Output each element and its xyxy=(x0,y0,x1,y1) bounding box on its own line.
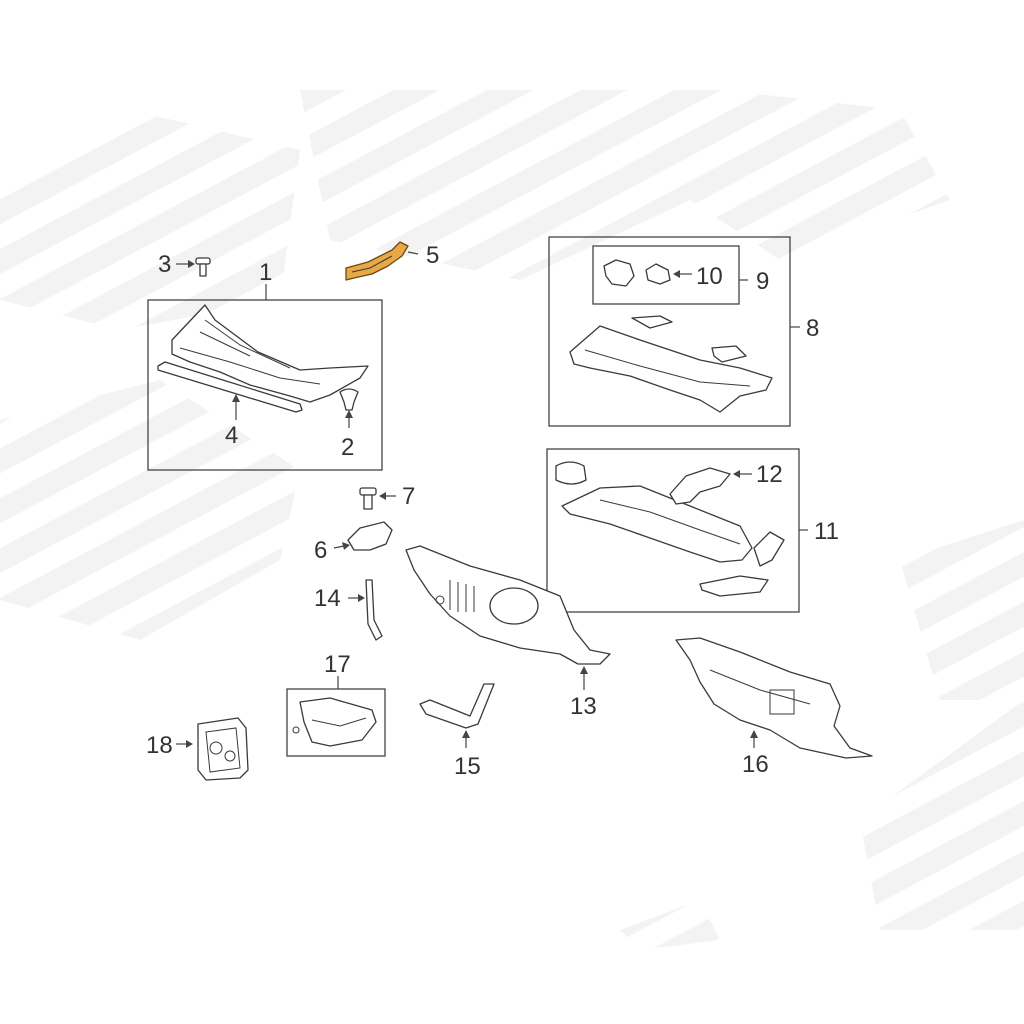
group-box-8 xyxy=(548,236,791,427)
part-5-bracket-highlighted[interactable] xyxy=(345,241,409,281)
group-box-17 xyxy=(286,688,386,757)
part-17-bracket[interactable] xyxy=(292,697,377,747)
part-16-dash-insulator[interactable] xyxy=(675,637,873,759)
part-6-bracket[interactable] xyxy=(347,521,393,551)
callout-10: 10 xyxy=(696,263,723,290)
callout-9: 9 xyxy=(756,268,769,295)
part-11-dash-panel-upper[interactable] xyxy=(555,461,785,597)
group-box-1 xyxy=(147,299,383,471)
callout-14: 14 xyxy=(314,585,341,612)
callout-1: 1 xyxy=(259,259,272,286)
part-1-cowl-panel[interactable] xyxy=(171,304,369,403)
callout-4: 4 xyxy=(225,422,238,449)
watermark-background xyxy=(0,90,1024,950)
callout-13: 13 xyxy=(570,693,597,720)
callout-11: 11 xyxy=(814,518,839,545)
callout-2: 2 xyxy=(341,434,354,461)
callout-3: 3 xyxy=(158,251,171,278)
callout-7: 7 xyxy=(402,483,415,510)
callout-8: 8 xyxy=(806,315,819,342)
callout-15: 15 xyxy=(454,753,481,780)
callout-18: 18 xyxy=(146,732,173,759)
part-3-bolt[interactable] xyxy=(195,257,211,277)
part-13-dash-panel[interactable] xyxy=(405,545,611,665)
callout-16: 16 xyxy=(742,751,769,778)
group-box-9 xyxy=(592,245,740,305)
part-9-brackets[interactable] xyxy=(603,259,671,287)
callout-5: 5 xyxy=(426,242,439,269)
part-12-bracket[interactable] xyxy=(669,467,731,505)
part-2-clip[interactable] xyxy=(339,388,359,411)
part-14-rod[interactable] xyxy=(365,579,383,641)
part-18-grommet[interactable] xyxy=(197,717,249,781)
part-4-seal-strip[interactable] xyxy=(157,361,303,413)
callout-12: 12 xyxy=(756,461,783,488)
callout-17: 17 xyxy=(324,651,351,678)
part-15-brace[interactable] xyxy=(419,683,495,729)
part-7-bolt[interactable] xyxy=(359,487,377,510)
part-8-cowl-assembly[interactable] xyxy=(569,315,773,413)
callout-6: 6 xyxy=(314,537,327,564)
